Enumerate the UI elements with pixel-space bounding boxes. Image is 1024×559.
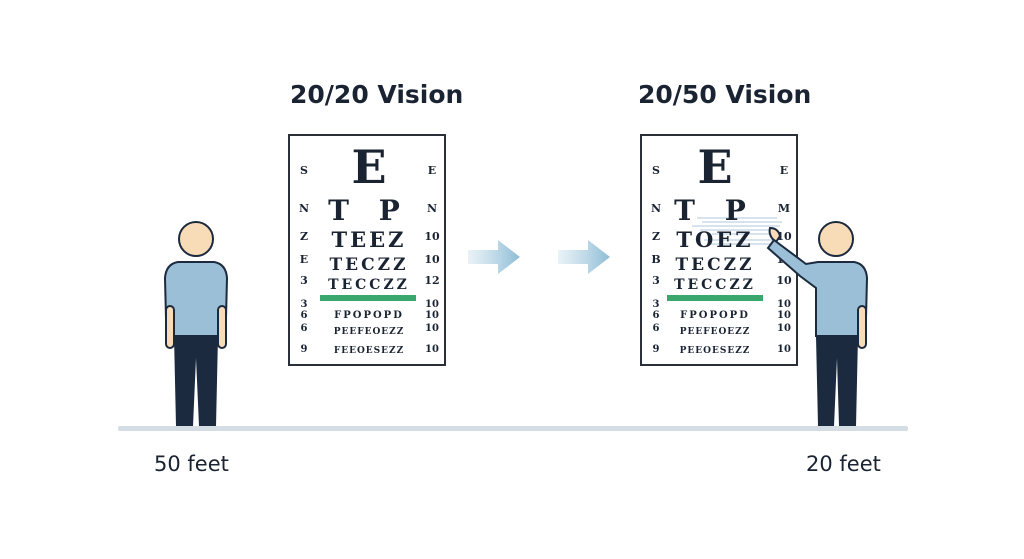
- left-left-marker: Z: [300, 230, 308, 243]
- right-distance-label: 20 feet: [806, 452, 881, 476]
- left-chart-letters: TECZZ: [330, 255, 409, 275]
- arrow-right-icon: [558, 240, 610, 274]
- right-right-marker: 10: [777, 323, 791, 334]
- left-left-marker: 6: [301, 323, 308, 334]
- left-chart-letters: PEEFEOEZZ: [334, 327, 405, 337]
- left-left-marker: 9: [301, 344, 308, 355]
- left-chart-title: 20/20 Vision: [290, 80, 464, 109]
- floor-line: [118, 426, 908, 431]
- left-right-marker: N: [427, 202, 437, 215]
- right-right-marker: 10: [777, 299, 791, 310]
- left-left-marker: 3: [301, 299, 308, 310]
- right-right-marker: E: [780, 164, 788, 177]
- right-chart-letters: TOEZ: [676, 227, 753, 252]
- left-right-marker: 10: [424, 230, 440, 243]
- right-left-marker: Z: [652, 230, 660, 243]
- blur-lines: [692, 217, 782, 245]
- left-chart-letters: TECCZZ: [328, 277, 410, 293]
- left-chart-letters: FEEOESEZZ: [334, 346, 404, 356]
- left-right-marker: 10: [424, 253, 440, 266]
- right-chart-letters: E: [697, 140, 732, 194]
- right-left-marker: 6: [653, 310, 660, 321]
- right-left-marker: N: [651, 202, 661, 215]
- right-chart-letters: TECZZ: [676, 255, 755, 275]
- left-right-marker: 12: [424, 274, 439, 287]
- right-right-marker: 10: [776, 230, 792, 243]
- left-left-marker: 6: [301, 310, 308, 321]
- right-left-marker: 6: [653, 323, 660, 334]
- right-left-marker: 9: [653, 344, 660, 355]
- left-left-marker: N: [299, 202, 309, 215]
- left-right-marker: 10: [425, 323, 439, 334]
- right-chart-highlight-bar: [667, 295, 763, 301]
- left-distance-label: 50 feet: [154, 452, 229, 476]
- left-chart-highlight-bar: [320, 295, 416, 301]
- left-chart-letters: T P: [328, 194, 410, 227]
- left-chart-letters: FPOPOPD: [334, 310, 404, 321]
- left-left-marker: 3: [300, 274, 308, 287]
- right-chart-letters: FPOPOPD: [680, 310, 750, 321]
- left-right-marker: 10: [425, 310, 439, 321]
- right-chart-letters: PEEOESEZZ: [680, 346, 751, 356]
- left-chart-letters: E: [351, 140, 386, 194]
- right-chart-title: 20/50 Vision: [638, 80, 812, 109]
- left-right-marker: E: [428, 164, 436, 177]
- right-right-marker: 10: [777, 344, 791, 355]
- right-chart-letters: T P: [674, 194, 756, 227]
- right-left-marker: 3: [652, 274, 660, 287]
- person-pointing-icon: [766, 221, 869, 426]
- right-right-marker: M: [778, 202, 790, 215]
- left-left-marker: S: [300, 164, 308, 177]
- person-standing-icon: [163, 221, 229, 426]
- arrow-right-icon: [468, 240, 520, 274]
- right-chart-letters: PEEFEOEZZ: [680, 327, 751, 337]
- right-right-marker: 10: [777, 310, 791, 321]
- left-right-marker: 10: [425, 299, 439, 310]
- right-chart-letters: TECCZZ: [674, 277, 756, 293]
- left-left-marker: E: [300, 253, 308, 266]
- right-left-marker: 3: [653, 299, 660, 310]
- right-left-marker: B: [651, 253, 660, 266]
- left-right-marker: 10: [425, 344, 439, 355]
- left-chart-letters: TEEZ: [332, 227, 407, 252]
- right-left-marker: S: [652, 164, 660, 177]
- right-right-marker: 10: [776, 274, 792, 287]
